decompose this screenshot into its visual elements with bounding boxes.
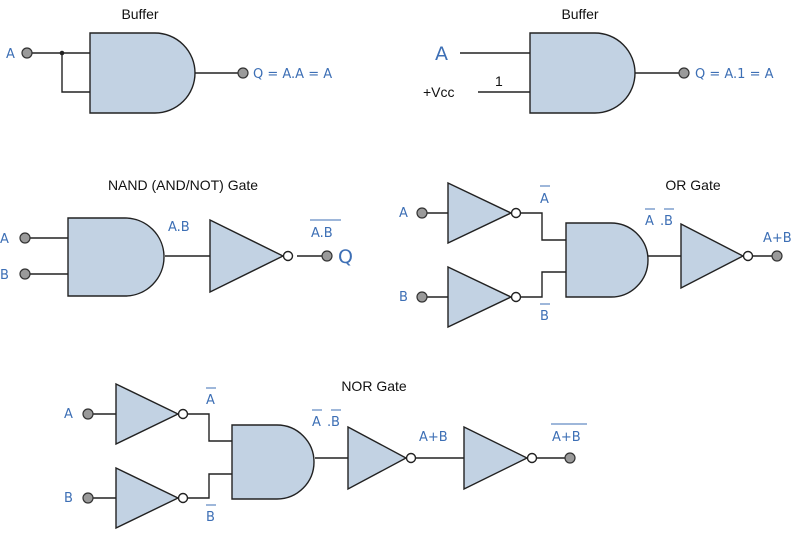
buffer-1-input-label: A: [6, 47, 15, 62]
nand-input-a-terminal: [19, 232, 31, 244]
nor-mid-label: A+B: [419, 430, 448, 445]
buffer-2-title: Buffer: [561, 6, 598, 22]
nand-not-bubble: [282, 250, 294, 262]
nor-not-b-label: B: [206, 510, 215, 525]
nand-output-expr: A.B: [311, 226, 333, 241]
nor-output-terminal: [564, 452, 576, 464]
nand-wires: [30, 237, 322, 275]
buffer-1-output-terminal: [237, 67, 249, 79]
nor-output-label: A+B: [552, 430, 581, 445]
buffer-2-output-label: Q = A.1 = A: [695, 67, 774, 82]
or-input-b-label: B: [399, 290, 408, 305]
nand-title: NAND (AND/NOT) Gate: [108, 177, 258, 193]
nor-not-gate-a: [115, 382, 180, 446]
buffer-1-output-label: Q = A.A = A: [253, 67, 332, 82]
or-output-terminal: [771, 250, 783, 262]
nand-input-b-terminal: [19, 268, 31, 280]
nor-not-gate-mid: [347, 425, 408, 491]
or-not-gate-out: [680, 222, 745, 290]
or-and-a-label: A: [645, 214, 654, 229]
nor-section: NOR Gate A B A B A . B A+B A+B: [64, 378, 587, 530]
buffer-2-tie-value: 1: [495, 73, 503, 89]
buffer-2-supply-label: +Vcc: [423, 84, 455, 100]
or-not-bubble-out: [742, 250, 754, 262]
nor-and-b-label: B: [331, 415, 340, 430]
nor-input-b-label: B: [64, 491, 73, 506]
nand-input-a-label: A: [0, 232, 9, 247]
nor-and-dot: .: [327, 415, 331, 430]
or-title: OR Gate: [665, 177, 720, 193]
or-wires: [427, 212, 772, 298]
buffer-1-title: Buffer: [121, 6, 158, 22]
nor-not-gate-b: [115, 466, 180, 530]
nor-and-a-label: A: [312, 415, 321, 430]
nand-section: NAND (AND/NOT) Gate A B A.B A.B Q: [0, 177, 353, 297]
nand-and-gate: [67, 217, 165, 297]
nand-mid-label: A.B: [168, 220, 190, 235]
buffer-1-input-terminal: [21, 47, 33, 59]
or-section: OR Gate A B A B A . B A+B: [399, 177, 792, 329]
or-input-a-label: A: [399, 206, 408, 221]
buffer-2-and-gate: [529, 32, 636, 114]
or-not-bubble-b: [510, 291, 522, 303]
nor-not-bubble-a: [177, 408, 189, 420]
buffer-1: Buffer A Q = A.A = A: [6, 6, 332, 114]
nor-wires: [93, 413, 565, 499]
or-not-bubble-a: [510, 207, 522, 219]
buffer-2-input-label: A: [435, 43, 448, 65]
nand-not-gate: [209, 218, 285, 294]
buffer-2-output-terminal: [678, 67, 690, 79]
or-input-a-terminal: [416, 207, 428, 219]
or-and-gate: [565, 222, 649, 298]
nor-not-bubble-mid: [405, 452, 417, 464]
or-not-b-label: B: [540, 309, 549, 324]
nor-not-gate-out: [463, 425, 529, 491]
or-and-dot: .: [660, 214, 664, 229]
buffer-1-junction: [59, 50, 65, 56]
nor-not-bubble-out: [526, 452, 538, 464]
nor-not-a-label: A: [206, 393, 215, 408]
nand-input-b-label: B: [0, 268, 9, 283]
nand-output-terminal: [321, 250, 333, 262]
or-output-label: A+B: [763, 231, 792, 246]
nor-input-b-terminal: [82, 492, 94, 504]
nor-not-bubble-b: [177, 492, 189, 504]
nor-input-a-terminal: [82, 408, 94, 420]
or-not-gate-b: [447, 265, 513, 329]
or-not-a-label: A: [540, 192, 549, 207]
buffer-2-wires: [460, 52, 679, 93]
nor-input-a-label: A: [64, 407, 73, 422]
nor-and-gate: [231, 424, 315, 500]
nor-title: NOR Gate: [341, 378, 407, 394]
or-not-gate-a: [447, 181, 513, 245]
or-and-b-label: B: [664, 214, 673, 229]
nand-output-label: Q: [338, 246, 353, 268]
or-input-b-terminal: [416, 291, 428, 303]
buffer-1-and-gate: [89, 32, 196, 114]
buffer-2: Buffer A +Vcc 1 Q = A.1 = A: [423, 6, 774, 114]
